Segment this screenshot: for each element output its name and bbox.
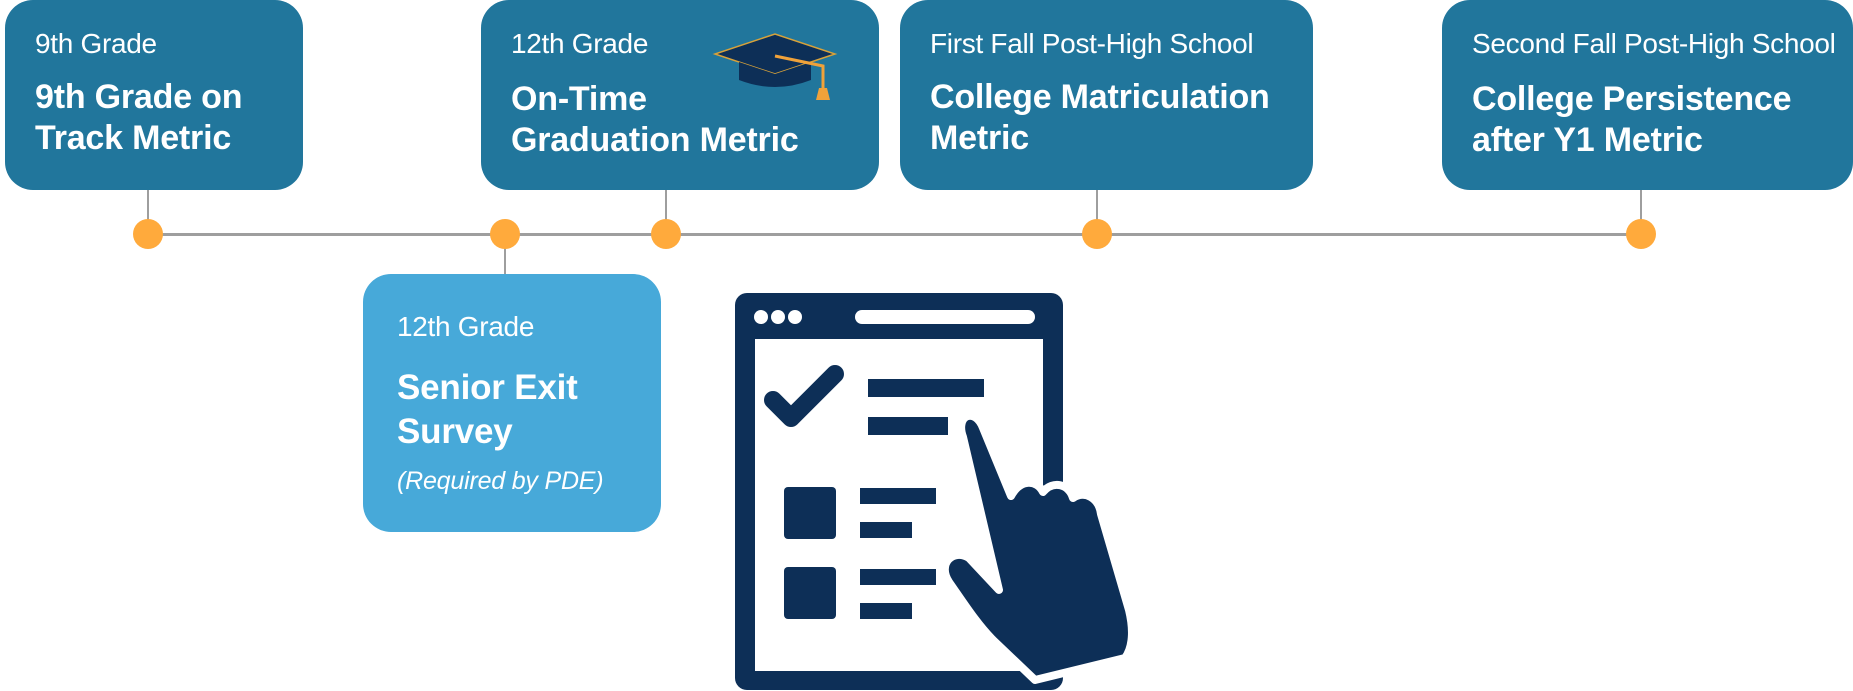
card-metric: College Matriculation Metric bbox=[930, 78, 1270, 157]
timeline-line bbox=[147, 233, 1641, 236]
connector-9th bbox=[147, 188, 149, 234]
card-note: (Required by PDE) bbox=[397, 467, 604, 495]
card-on-time-graduation: 12th Grade On-Time Graduation Metric bbox=[481, 0, 879, 190]
connector-persistence bbox=[1640, 188, 1642, 234]
milestone-dot-graduation bbox=[651, 219, 681, 249]
tablet-checklist-hand-icon bbox=[735, 293, 1136, 690]
card-metric: On-Time Graduation Metric bbox=[511, 80, 799, 159]
card-stage: 12th Grade bbox=[397, 311, 535, 342]
milestone-dot-persistence bbox=[1626, 219, 1656, 249]
milestone-dot-exit-survey bbox=[490, 219, 520, 249]
milestone-dot-matriculation bbox=[1082, 219, 1112, 249]
card-metric: Senior Exit Survey bbox=[397, 368, 578, 451]
card-college-matriculation: First Fall Post-High School College Matr… bbox=[900, 0, 1313, 190]
card-senior-exit-survey: 12th Grade Senior Exit Survey (Required … bbox=[363, 274, 661, 532]
card-metric: 9th Grade on Track Metric bbox=[35, 78, 243, 157]
card-metric: College Persistence after Y1 Metric bbox=[1472, 80, 1792, 159]
graduation-cap-icon bbox=[712, 33, 838, 100]
card-stage: First Fall Post-High School bbox=[930, 28, 1254, 59]
card-college-persistence: Second Fall Post-High School College Per… bbox=[1442, 0, 1853, 190]
connector-graduation bbox=[665, 188, 667, 234]
connector-exit-survey bbox=[504, 234, 506, 274]
card-9th-grade: 9th Grade 9th Grade on Track Metric bbox=[5, 0, 303, 190]
milestone-dot-9th bbox=[133, 219, 163, 249]
connector-matriculation bbox=[1096, 188, 1098, 234]
card-stage: 9th Grade bbox=[35, 28, 157, 59]
card-stage: 12th Grade bbox=[511, 28, 649, 59]
card-stage: Second Fall Post-High School bbox=[1472, 28, 1836, 59]
